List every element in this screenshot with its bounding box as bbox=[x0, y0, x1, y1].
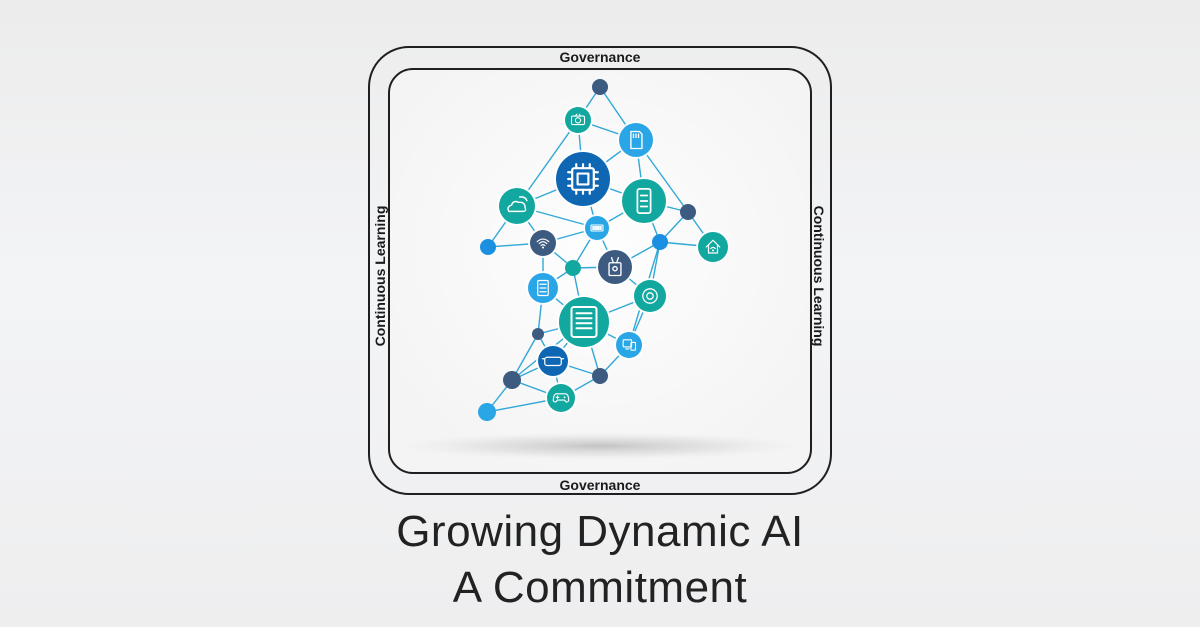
gamepad-icon bbox=[545, 382, 577, 414]
camera-icon bbox=[563, 105, 593, 135]
continuous-learning-right-label: Continuous Learning bbox=[811, 205, 827, 347]
governance-top-label: Governance bbox=[559, 49, 641, 65]
governance-bottom-label: Governance bbox=[559, 477, 641, 493]
network-node-dot bbox=[680, 204, 696, 220]
tablet-icon bbox=[557, 295, 611, 349]
network-node-dot bbox=[652, 234, 668, 250]
headline-line-1: Growing Dynamic AI bbox=[396, 507, 804, 556]
smartphone-icon bbox=[620, 177, 668, 225]
memory-module-icon bbox=[583, 214, 611, 242]
headline-line-2: A Commitment bbox=[452, 563, 748, 612]
robot-vacuum-icon bbox=[632, 278, 668, 314]
outer-frame bbox=[368, 46, 832, 495]
server-icon bbox=[526, 271, 560, 305]
wifi-icon bbox=[528, 228, 558, 258]
network-node-dot bbox=[478, 403, 496, 421]
cpu-chip-icon bbox=[554, 150, 612, 208]
network-node-dot bbox=[565, 260, 581, 276]
network-node-dot bbox=[532, 328, 544, 340]
floor-shadow bbox=[400, 432, 800, 460]
continuous-learning-left-label: Continuous Learning bbox=[372, 205, 388, 347]
cloud-wifi-icon bbox=[497, 186, 537, 226]
network-node-dot bbox=[592, 79, 608, 95]
vr-headset-icon bbox=[536, 344, 570, 378]
network-node-dot bbox=[503, 371, 521, 389]
id-badge-icon bbox=[596, 248, 634, 286]
network-node-dot bbox=[592, 368, 608, 384]
devices-icon bbox=[614, 330, 644, 360]
network-node-dot bbox=[480, 239, 496, 255]
network-nodes bbox=[478, 79, 730, 421]
sd-card-icon bbox=[617, 121, 655, 159]
smart-home-icon bbox=[696, 230, 730, 264]
